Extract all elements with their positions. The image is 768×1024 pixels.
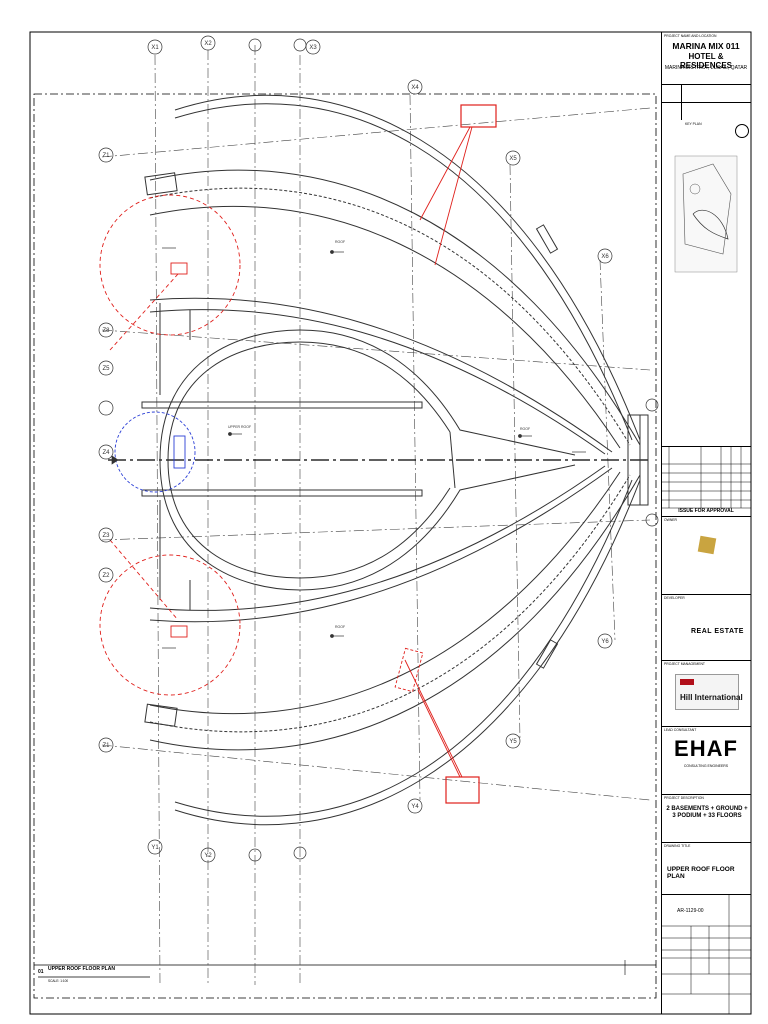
- project-desc-label: PROJECT DESCRIPTION: [664, 796, 704, 800]
- grid-label-x6: X6: [601, 254, 609, 260]
- grid-label-z: Z5: [102, 366, 110, 372]
- area-label: ROOF: [520, 427, 530, 431]
- developer-label: DEVELOPER: [664, 596, 685, 600]
- grid-label-z: Z4: [102, 450, 110, 456]
- redline-markups: [99, 104, 497, 804]
- issue-status: ISSUE FOR APPROVAL: [678, 508, 734, 514]
- grid-label-x4: X4: [411, 85, 419, 91]
- compass-icon: [735, 124, 749, 138]
- grid-label-x3: X3: [309, 45, 317, 51]
- grid-label-y6: Y6: [601, 639, 609, 645]
- consultant-label: LEAD CONSULTANT: [664, 728, 697, 732]
- grid-lines: [101, 45, 651, 986]
- key-plan-label: KEY PLAN: [685, 122, 702, 126]
- pm-label: PROJECT MANAGEMENT: [664, 662, 706, 666]
- area-label: UPPER ROOF: [228, 425, 251, 429]
- blueline-markups: [114, 411, 196, 493]
- roof-outlines: [141, 94, 649, 826]
- grid-label-z: Z2: [102, 573, 110, 579]
- grid-label-y1: Y1: [151, 845, 159, 851]
- drawing-label: UPPER ROOF FLOOR PLAN: [48, 966, 115, 972]
- title-block: PROJECT NAME AND LOCATION MARINA MIX 011…: [661, 32, 751, 1014]
- pm-name: Hill International: [680, 693, 743, 702]
- grid-label-z: Z8: [102, 328, 110, 334]
- consultant-sub: CONSULTING ENGINEERS: [683, 764, 729, 768]
- key-plan-thumbnail: [674, 155, 738, 273]
- area-label: ROOF: [335, 240, 345, 244]
- owner-logo: [697, 535, 717, 555]
- owner-label: OWNER: [664, 518, 677, 522]
- grid-label-x1: X1: [151, 45, 159, 51]
- grid-label-z: Z3: [102, 533, 110, 539]
- area-label: ROOF: [335, 625, 345, 629]
- drawing-title: UPPER ROOF FLOOR PLAN: [667, 866, 735, 880]
- header-label: PROJECT NAME AND LOCATION: [664, 34, 717, 38]
- drawing-scale: SCALE: 1:100: [48, 979, 69, 983]
- project-name-1: MARINA MIX 011: [672, 41, 740, 51]
- developer-logo-text: REAL ESTATE: [691, 628, 744, 635]
- consultant-name: EHAF: [674, 736, 738, 761]
- hill-logo: Hill International: [675, 674, 743, 710]
- drawing-info-table: [661, 894, 751, 1014]
- grid-label-x5: X5: [509, 156, 517, 162]
- grid-label-z: Z1: [102, 153, 110, 159]
- revision-table: [661, 446, 751, 509]
- grid-label-y5: Y5: [509, 739, 517, 745]
- project-location: MARINA DISTRICT, LUSAIL, QATAR: [664, 65, 748, 71]
- project-description: 2 BASEMENTS + GROUND + 3 PODIUM + 33 FLO…: [666, 806, 748, 819]
- drawing-title-label: DRAWING TITLE: [664, 844, 691, 848]
- grid-label-z: Z1: [102, 743, 110, 749]
- project-name-2: HOTEL & RESIDENCES: [679, 52, 732, 70]
- grid-label-x2: X2: [204, 41, 212, 47]
- drawing-number: AR-1129-00: [677, 908, 704, 914]
- drawing-number-label: 01: [38, 969, 44, 975]
- grid-label-y2: Y2: [204, 853, 212, 859]
- grid-label-y4: Y4: [411, 804, 419, 810]
